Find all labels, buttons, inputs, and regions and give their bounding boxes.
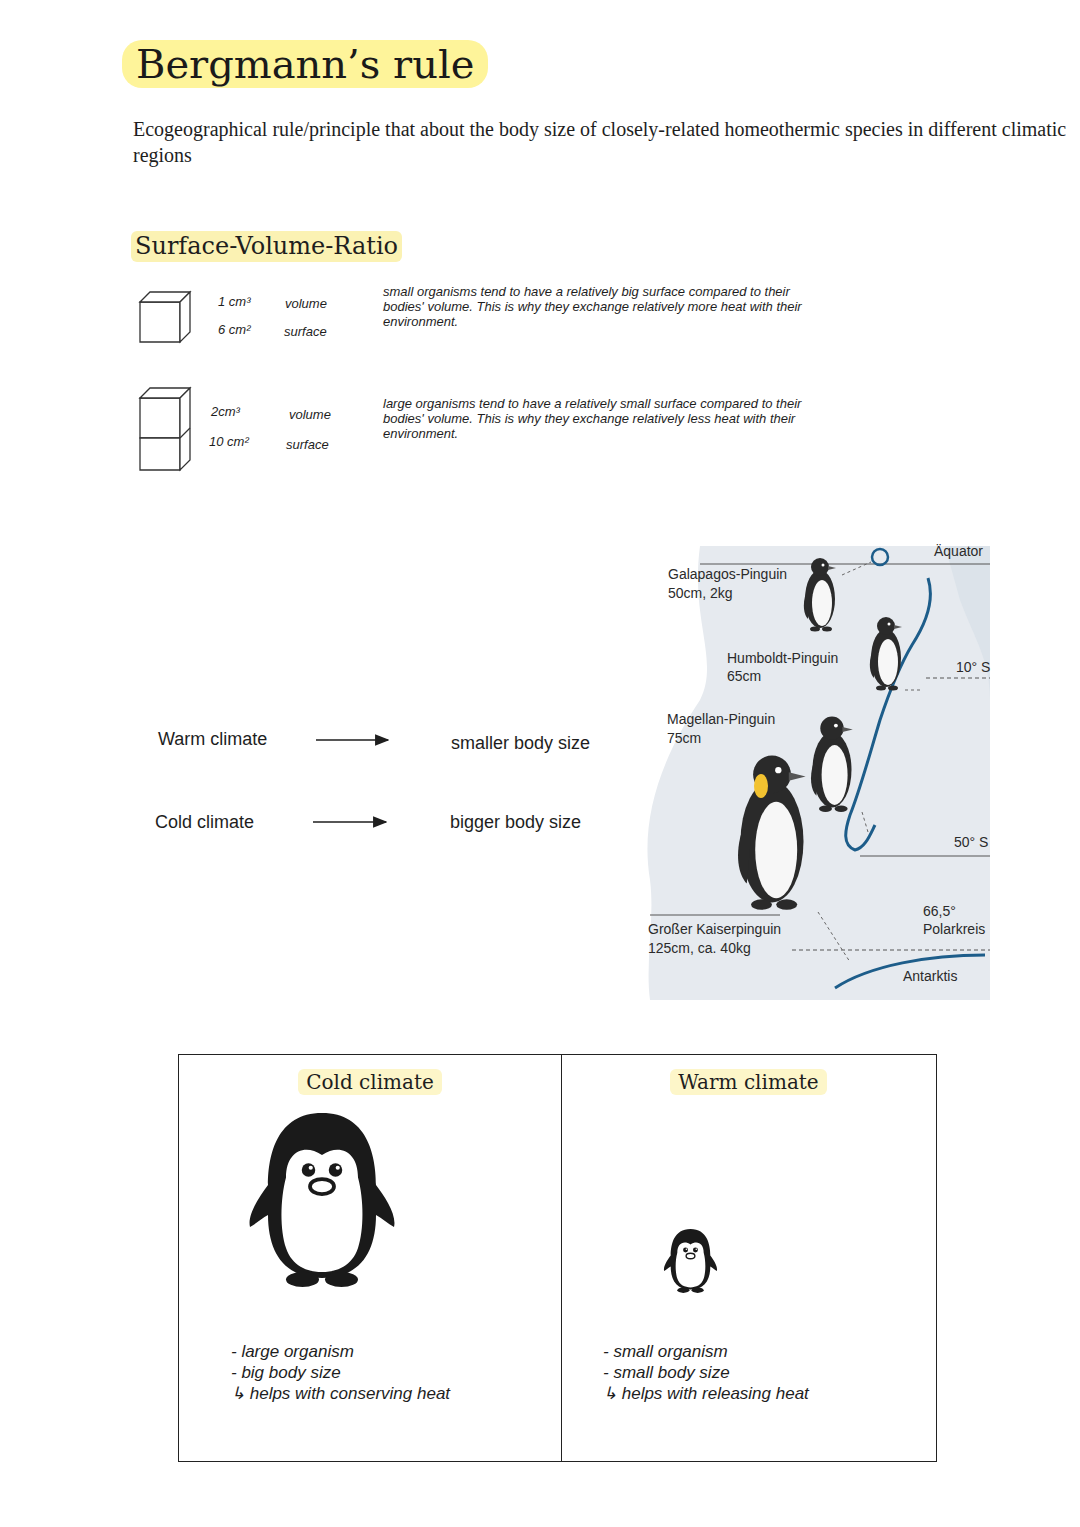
measure-name: volume — [289, 407, 331, 423]
penguin-map — [647, 546, 990, 1000]
size-label: bigger body size — [450, 811, 581, 833]
dashed-pointer — [842, 562, 871, 575]
cube-edge — [180, 428, 190, 438]
arrow — [316, 739, 388, 741]
magellan-penguin — [811, 717, 853, 813]
note: large organisms tend to have a relativel… — [383, 396, 828, 441]
emperor-penguin — [738, 756, 806, 910]
map-label: 125cm, ca. 40kg — [648, 940, 751, 957]
measure-name: surface — [286, 437, 329, 453]
dimension: 1 cm³ — [218, 294, 251, 310]
dimension: 2cm³ — [211, 404, 240, 420]
map-label: 10° S — [956, 659, 990, 676]
dashed-pointer — [818, 912, 850, 962]
cube-face — [180, 292, 190, 342]
map-label: Humboldt-Pinguin — [727, 650, 838, 667]
large-penguin — [250, 1113, 395, 1287]
map-label: 50° S — [954, 834, 988, 851]
panel-body: - large organism- big body size↳ helps w… — [231, 1341, 501, 1404]
panel-body: - small organism- small body size↳ helps… — [603, 1341, 873, 1404]
panel-heading: Warm climate — [670, 1069, 826, 1095]
section-heading: Surface-Volume-Ratio — [131, 231, 402, 262]
arrow — [313, 821, 386, 823]
page-title: Bergmann’s rule — [122, 40, 488, 88]
cube-face — [140, 438, 180, 470]
climate-label: Cold climate — [155, 811, 254, 833]
panel-point: ↳ helps with releasing heat — [603, 1383, 873, 1404]
small-penguin — [664, 1229, 717, 1293]
coastline — [846, 578, 931, 850]
map-ground — [647, 546, 990, 1000]
dimension: 10 cm² — [209, 434, 249, 450]
panel-point: ↳ helps with conserving heat — [231, 1383, 501, 1404]
map-label: 65cm — [727, 668, 761, 685]
size-label: smaller body size — [451, 732, 590, 754]
title-wrap: Bergmann’s rule — [122, 40, 488, 88]
equator-line — [700, 564, 990, 565]
map-label: Äquator — [934, 543, 983, 560]
climate-panel: Warm climate - small organism- small body… — [561, 1054, 937, 1462]
map-shade — [945, 546, 990, 700]
map-label: Polarkreis — [923, 921, 985, 938]
panel-point: - small body size — [603, 1362, 873, 1383]
dimension: 6 cm² — [218, 322, 251, 338]
map-label: 66,5° — [923, 903, 956, 920]
panel-heading: Cold climate — [298, 1069, 442, 1095]
map-label: Galapagos-Pinguin — [668, 566, 787, 583]
measure-name: volume — [285, 296, 327, 312]
panel-point: - big body size — [231, 1362, 501, 1383]
note: small organisms tend to have a relativel… — [383, 284, 828, 329]
cube-face — [140, 398, 180, 438]
map-label: Magellan-Pinguin — [667, 711, 775, 728]
cube-double — [140, 388, 190, 470]
emperor-neck-patch — [754, 774, 768, 798]
description: Ecogeographical rule/principle that abou… — [133, 116, 1068, 168]
dashed-pointer — [862, 812, 868, 832]
cube-face — [140, 302, 180, 342]
cube-face — [180, 388, 190, 470]
dashed-pointer — [905, 690, 922, 691]
panel-point: - small organism — [603, 1341, 873, 1362]
polar-circle-line — [792, 950, 990, 951]
measure-name: surface — [284, 324, 327, 340]
panel-heading-wrap: Cold climate — [179, 1069, 561, 1095]
climate-panel: Cold climate - large organism- big body s… — [178, 1054, 562, 1462]
latitude-line — [860, 856, 990, 857]
panel-point: - large organism — [231, 1341, 501, 1362]
map-label: 75cm — [667, 730, 701, 747]
panel-heading-wrap: Warm climate — [561, 1069, 936, 1095]
island-marker — [872, 549, 888, 565]
humboldt-penguin — [870, 617, 902, 691]
map-label: Großer Kaiserpinguin — [648, 921, 781, 938]
climate-label: Warm climate — [158, 728, 267, 750]
cube-small — [140, 292, 190, 342]
antarctic-coast — [835, 955, 985, 988]
label-line — [650, 915, 780, 916]
map-label: Antarktis — [903, 968, 957, 985]
map-label: 50cm, 2kg — [668, 585, 733, 602]
galapagos-penguin — [804, 558, 836, 632]
latitude-line — [926, 678, 990, 679]
